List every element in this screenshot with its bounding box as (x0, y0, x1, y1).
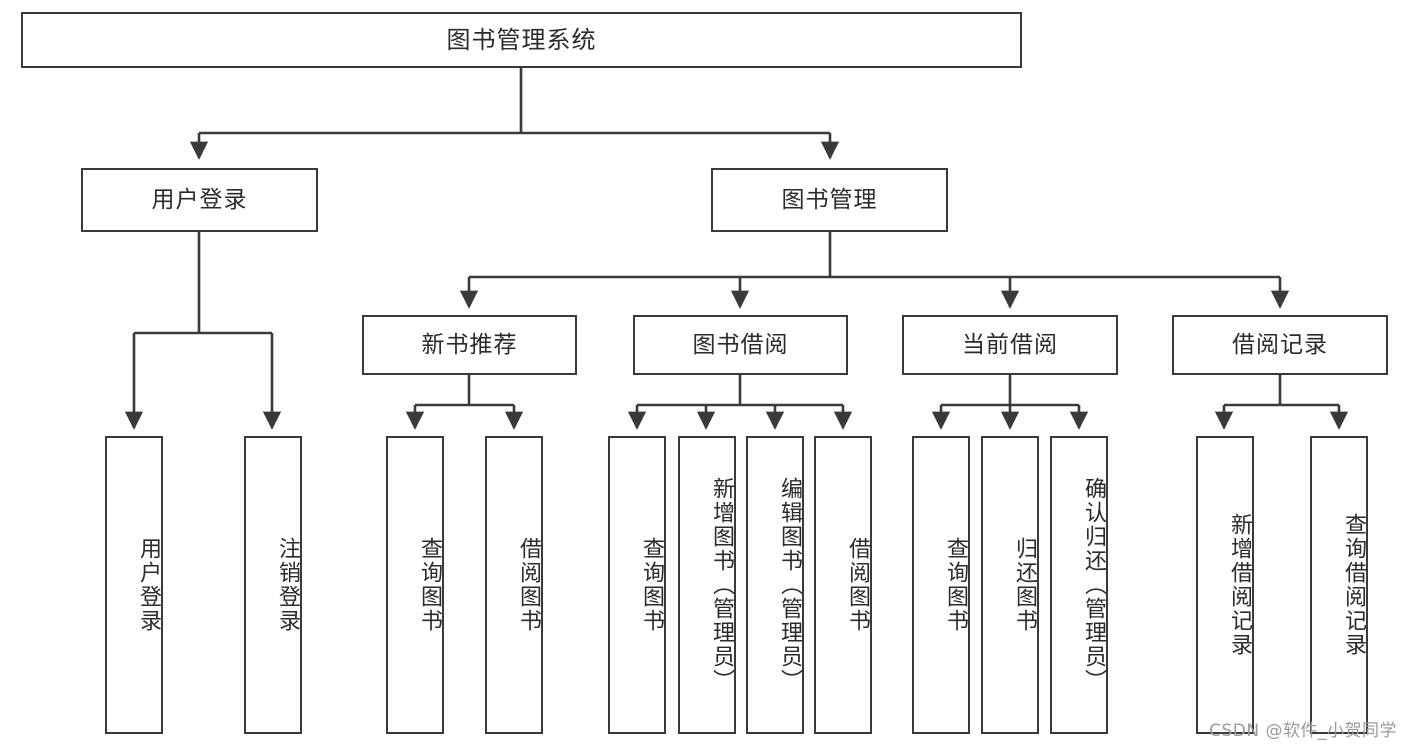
leaf-add-book-admin[interactable]: 新增图书（管理员） (678, 436, 736, 734)
node-label: 编辑图书（管理员） (777, 477, 802, 693)
node-book-borrow[interactable]: 图书借阅 (633, 315, 848, 375)
leaf-query-book-recommend[interactable]: 查询图书 (386, 436, 444, 734)
node-label: 图书借阅 (692, 331, 789, 358)
leaf-query-book-current[interactable]: 查询图书 (912, 436, 970, 734)
node-label: 图书管理系统 (446, 26, 597, 54)
leaf-edit-book-admin[interactable]: 编辑图书（管理员） (746, 436, 804, 734)
leaf-confirm-return-admin[interactable]: 确认归还（管理员） (1050, 436, 1108, 734)
node-label: 新增借阅记录 (1227, 513, 1252, 657)
node-label: 当前借阅 (962, 331, 1058, 358)
node-label: 查询图书 (417, 537, 442, 633)
node-label: 用户登录 (136, 537, 161, 633)
leaf-logout-login[interactable]: 注销登录 (244, 436, 302, 734)
node-label: 图书管理 (781, 186, 878, 213)
node-label: 注销登录 (275, 537, 300, 633)
leaf-query-borrow-record[interactable]: 查询借阅记录 (1310, 436, 1368, 734)
node-label: 新书推荐 (421, 331, 518, 358)
node-label: 新增图书（管理员） (709, 477, 734, 693)
leaf-borrow-book[interactable]: 借阅图书 (814, 436, 872, 734)
node-new-book-recommend[interactable]: 新书推荐 (362, 315, 577, 375)
node-label: 借阅记录 (1232, 331, 1328, 358)
leaf-borrow-book-recommend[interactable]: 借阅图书 (485, 436, 543, 734)
node-label: 查询借阅记录 (1341, 513, 1366, 657)
leaf-return-book[interactable]: 归还图书 (981, 436, 1039, 734)
node-borrow-record[interactable]: 借阅记录 (1172, 315, 1388, 375)
csdn-watermark: CSDN @软件_小贺同学 (1209, 721, 1397, 741)
node-label: 查询图书 (943, 537, 968, 633)
node-label: 借阅图书 (845, 537, 870, 633)
node-root-book-management-system[interactable]: 图书管理系统 (21, 12, 1022, 68)
leaf-add-borrow-record[interactable]: 新增借阅记录 (1196, 436, 1254, 734)
node-current-borrow[interactable]: 当前借阅 (902, 315, 1118, 375)
node-user-login[interactable]: 用户登录 (81, 168, 318, 232)
node-label: 查询图书 (639, 537, 664, 633)
node-label: 借阅图书 (516, 537, 541, 633)
leaf-user-login[interactable]: 用户登录 (105, 436, 163, 734)
node-book-management[interactable]: 图书管理 (711, 168, 948, 232)
node-label: 确认归还（管理员） (1081, 477, 1106, 693)
node-label: 归还图书 (1012, 537, 1037, 633)
node-label: 用户登录 (151, 186, 248, 213)
leaf-query-book-borrow[interactable]: 查询图书 (608, 436, 666, 734)
